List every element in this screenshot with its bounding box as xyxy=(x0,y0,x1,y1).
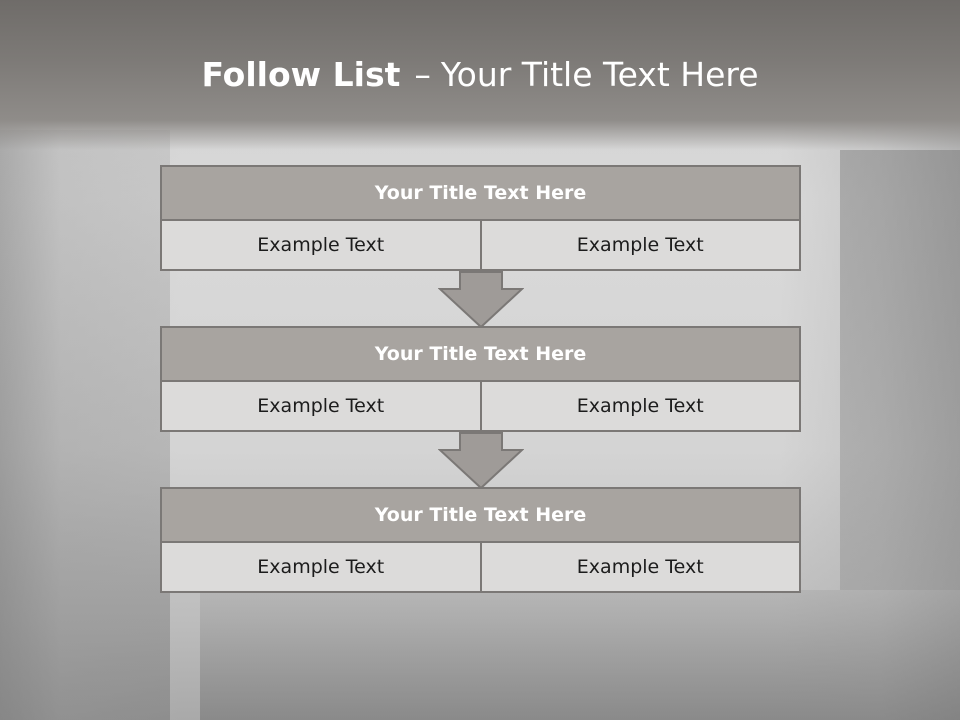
block-cell-left: Example Text xyxy=(162,382,480,430)
list-block-2: Your Title Text Here Example Text Exampl… xyxy=(160,326,801,432)
page-title: Follow List–Your Title Text Here xyxy=(0,52,960,98)
down-arrow-icon xyxy=(438,271,524,329)
block-row: Example Text Example Text xyxy=(160,221,801,271)
background-wall-left xyxy=(0,130,170,720)
background-street xyxy=(200,590,960,720)
block-cell-left: Example Text xyxy=(162,221,480,269)
block-cell-left: Example Text xyxy=(162,543,480,591)
block-row: Example Text Example Text xyxy=(160,382,801,432)
page-title-dash: – xyxy=(414,55,431,94)
block-title: Your Title Text Here xyxy=(160,326,801,382)
page-title-bold: Follow List xyxy=(201,55,401,94)
background-wall-right xyxy=(840,150,960,590)
header-band xyxy=(0,0,960,150)
block-cell-right: Example Text xyxy=(479,543,799,591)
list-block-3: Your Title Text Here Example Text Exampl… xyxy=(160,487,801,593)
page-title-rest: Your Title Text Here xyxy=(440,55,759,94)
down-arrow-icon xyxy=(438,432,524,490)
block-cell-right: Example Text xyxy=(479,382,799,430)
block-title: Your Title Text Here xyxy=(160,487,801,543)
block-cell-right: Example Text xyxy=(479,221,799,269)
list-block-1: Your Title Text Here Example Text Exampl… xyxy=(160,165,801,271)
block-row: Example Text Example Text xyxy=(160,543,801,593)
block-title: Your Title Text Here xyxy=(160,165,801,221)
